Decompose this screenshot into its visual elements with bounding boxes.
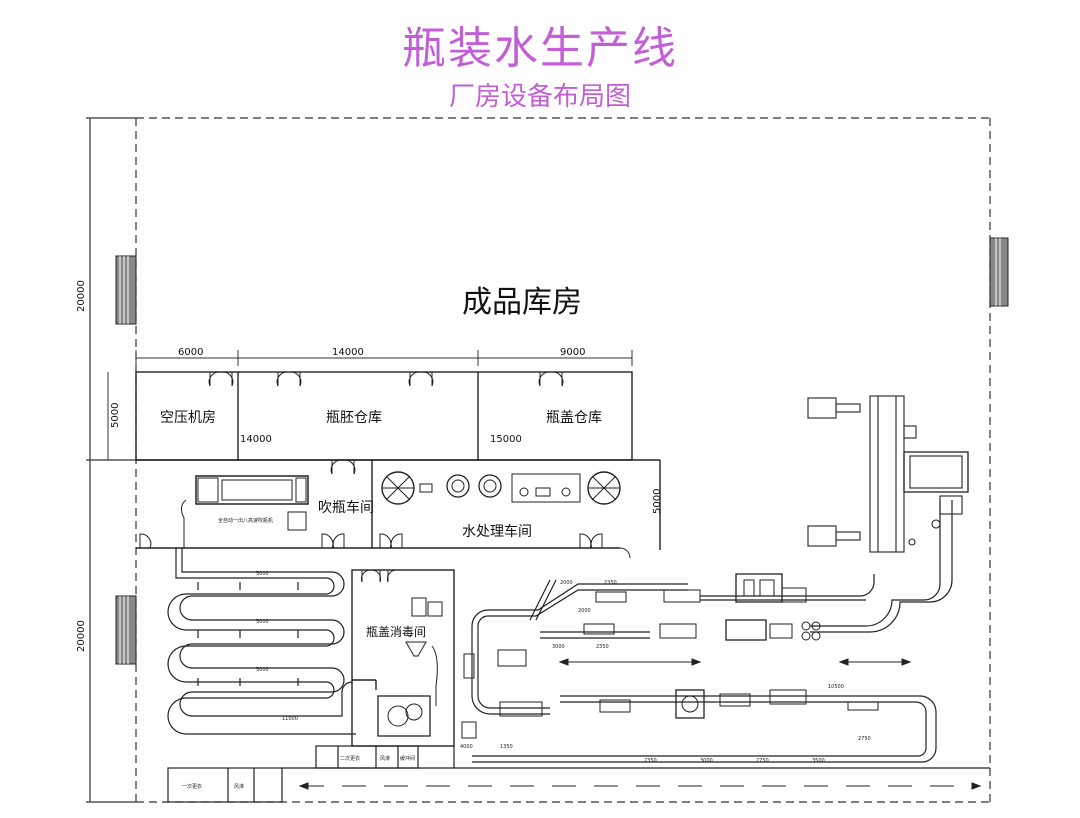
line-dim-1: 2000 xyxy=(560,580,573,586)
top-dimension-line xyxy=(135,350,633,366)
dim-blowing: 14000 xyxy=(240,434,272,445)
line-dim-11: 2750 xyxy=(858,736,871,742)
conveyor-dim-3: 5000 xyxy=(256,667,269,673)
cap-equipment xyxy=(377,597,443,737)
cap-disinfect-room-walls xyxy=(351,569,455,747)
line-dim-7: 2350 xyxy=(644,758,657,764)
line-dim-9: 2750 xyxy=(756,758,769,764)
palletizing-area xyxy=(807,395,969,553)
bottom-flow-arrows xyxy=(298,658,982,790)
room-changing-2: 二次更衣 xyxy=(340,755,360,762)
line-dim-2: 2350 xyxy=(604,580,617,586)
line-dim-10: 3500 xyxy=(812,758,825,764)
process-row-walls xyxy=(136,459,661,550)
svg-text:全自动一出八高速吹瓶机: 全自动一出八高速吹瓶机 xyxy=(218,517,273,524)
water-treatment-equipment xyxy=(381,471,621,505)
line-dim-3: 3000 xyxy=(552,644,565,650)
dim-treatment: 15000 xyxy=(490,434,522,445)
conveyor-dim-4: 11000 xyxy=(282,716,298,722)
process-row-doors xyxy=(139,459,631,559)
filling-machines xyxy=(461,573,879,739)
dim-cap-store: 9000 xyxy=(560,347,585,358)
dim-right-height: 5000 xyxy=(652,489,663,514)
room-warehouse: 成品库房 xyxy=(462,285,582,320)
dim-compressor: 6000 xyxy=(178,347,203,358)
dim-preform: 14000 xyxy=(332,347,364,358)
line-dim-13: 4000 xyxy=(460,744,473,750)
line-dim-8: 3000 xyxy=(700,758,713,764)
dim-row-height: 5000 xyxy=(110,403,121,428)
line-dim-4: 2000 xyxy=(578,608,591,614)
cap-disinfect-doors xyxy=(361,569,398,583)
filling-line-conveyors xyxy=(471,500,953,763)
room-buffer: 缓冲间 xyxy=(400,755,415,762)
dim-left-bottom: 20000 xyxy=(76,620,87,652)
room-cap-store: 瓶盖仓库 xyxy=(546,410,602,426)
room-preform-store: 瓶胚仓库 xyxy=(326,410,382,426)
diagram-subtitle: 厂房设备布局图 xyxy=(448,82,631,112)
room-water-treatment: 水处理车间 xyxy=(462,523,532,540)
room-air-shower-2: 风淋 xyxy=(380,755,390,762)
room-cap-disinfect: 瓶盖消毒间 xyxy=(366,625,426,639)
dim-left-top: 20000 xyxy=(76,280,87,312)
storage-row-doors xyxy=(208,371,564,387)
conveyor-dim-1: 5000 xyxy=(256,571,269,577)
room-blowing: 吹瓶车间 xyxy=(318,499,374,516)
line-dim-5: 2350 xyxy=(596,644,609,650)
serpentine-conveyor xyxy=(167,548,356,735)
wall-openings xyxy=(115,237,1009,665)
personnel-rooms xyxy=(167,745,990,803)
room-air-shower-1: 风淋 xyxy=(234,783,244,790)
line-dim-12: 10500 xyxy=(828,684,844,690)
conveyor-dim-2: 5000 xyxy=(256,619,269,625)
room-compressor: 空压机房 xyxy=(160,410,216,426)
blowing-machine: 全自动一出八高速吹瓶机 xyxy=(180,475,309,548)
room-changing-1: 一次更衣 xyxy=(182,783,202,790)
line-dim-6: 1350 xyxy=(500,744,513,750)
wall-opening-hatching xyxy=(119,238,1001,664)
diagram-title: 瓶装水生产线 xyxy=(402,23,678,74)
